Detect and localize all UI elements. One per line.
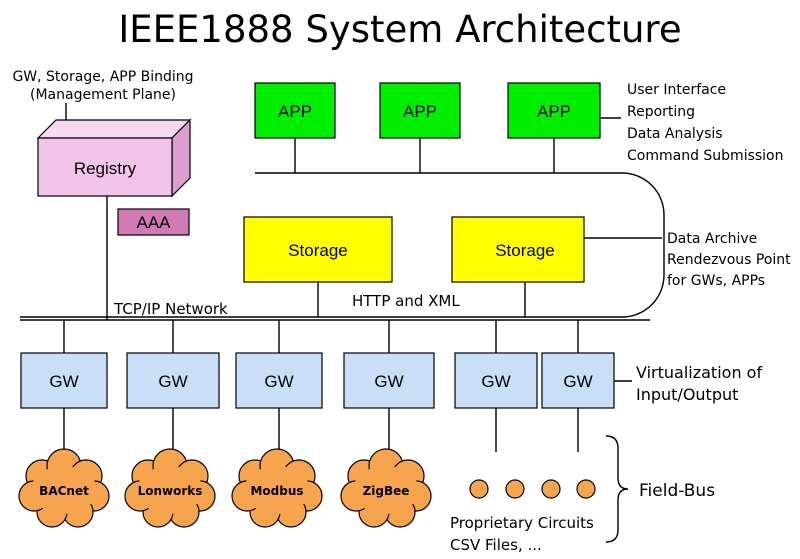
gw-box-2[interactable]: GW xyxy=(126,352,220,409)
fieldbus-label: Lonworks xyxy=(138,484,203,498)
gw-label: GW xyxy=(481,372,510,391)
app-note-line: Command Submission xyxy=(627,148,784,164)
http-xml-label: HTTP and XML xyxy=(352,292,460,310)
gw-label: GW xyxy=(264,372,293,391)
gw-notes: Virtualization of Input/Output xyxy=(636,363,762,404)
gw-note-line: Input/Output xyxy=(636,385,738,404)
gw-box-3[interactable]: GW xyxy=(235,352,323,409)
app-notes: User Interface Reporting Data Analysis C… xyxy=(627,82,784,164)
cloud-modbus: Modbus xyxy=(231,448,323,528)
cloud-zigbee: ZigBee xyxy=(340,448,432,528)
circuit-dot xyxy=(576,479,596,499)
aaa-box[interactable]: AAA xyxy=(117,208,190,236)
connector-lines xyxy=(20,103,665,453)
storage-box-2[interactable]: Storage xyxy=(451,216,585,283)
gw-note-line: Virtualization of xyxy=(636,363,762,382)
circuit-dot xyxy=(541,479,561,499)
storage-box-1[interactable]: Storage xyxy=(243,216,393,283)
gw-box-1[interactable]: GW xyxy=(20,352,108,409)
fieldbus-label-text: Field-Bus xyxy=(639,481,715,501)
management-plane-label: GW, Storage, APP Binding (Management Pla… xyxy=(12,69,193,103)
storage-label: Storage xyxy=(288,241,348,260)
app-note-line: Reporting xyxy=(627,104,695,120)
proprietary-note-line: Proprietary Circuits xyxy=(450,514,594,532)
gw-label: GW xyxy=(49,372,78,391)
app-label: APP xyxy=(403,102,437,121)
circuit-dot xyxy=(505,479,525,499)
diagram-title: IEEE1888 System Architecture xyxy=(118,8,681,51)
storage-label: Storage xyxy=(495,241,555,260)
storage-notes: Data Archive Rendezvous Point for GWs, A… xyxy=(667,231,791,289)
gw-box-5[interactable]: GW xyxy=(454,352,538,409)
fieldbus-clouds: BACnet Lonworks Modbus xyxy=(18,448,432,528)
storage-note-line: Rendezvous Point xyxy=(667,252,791,268)
app-note-line: User Interface xyxy=(627,82,726,98)
app-row: APP APP APP xyxy=(254,82,601,139)
cloud-lonworks: Lonworks xyxy=(124,448,216,528)
app-box-3[interactable]: APP xyxy=(507,82,601,139)
storage-note-line: Data Archive xyxy=(667,231,757,247)
cloud-bacnet: BACnet xyxy=(18,448,110,528)
gw-label: GW xyxy=(563,372,592,391)
fieldbus-label: BACnet xyxy=(39,484,89,498)
app-label: APP xyxy=(537,102,571,121)
upper-bus-line xyxy=(20,172,665,318)
app-box-2[interactable]: APP xyxy=(379,82,461,139)
aaa-label: AAA xyxy=(136,213,171,232)
gw-label: GW xyxy=(374,372,403,391)
proprietary-notes: Proprietary Circuits CSV Files, ... xyxy=(450,514,594,554)
registry-label: Registry xyxy=(74,159,137,178)
app-note-line: Data Analysis xyxy=(627,126,723,142)
proprietary-note-line: CSV Files, ... xyxy=(450,536,542,554)
management-label-line-1: GW, Storage, APP Binding xyxy=(12,69,193,85)
proprietary-circuits xyxy=(469,479,596,499)
storage-note-line: for GWs, APPs xyxy=(667,273,765,289)
fieldbus-brace xyxy=(605,435,629,543)
fieldbus-label: ZigBee xyxy=(363,484,410,498)
fieldbus-label: Modbus xyxy=(250,484,303,498)
registry-box[interactable]: Registry xyxy=(36,118,192,198)
app-label: APP xyxy=(278,102,312,121)
management-label-line-2: (Management Plane) xyxy=(30,87,176,103)
storage-row: Storage Storage xyxy=(243,216,585,283)
gw-box-6[interactable]: GW xyxy=(541,352,615,409)
tcpip-network-label: TCP/IP Network xyxy=(113,300,228,318)
gateway-row: GW GW GW GW GW GW xyxy=(20,352,615,409)
app-box-1[interactable]: APP xyxy=(254,82,336,139)
circuit-dot xyxy=(469,479,489,499)
gw-label: GW xyxy=(158,372,187,391)
gw-box-4[interactable]: GW xyxy=(343,352,435,409)
